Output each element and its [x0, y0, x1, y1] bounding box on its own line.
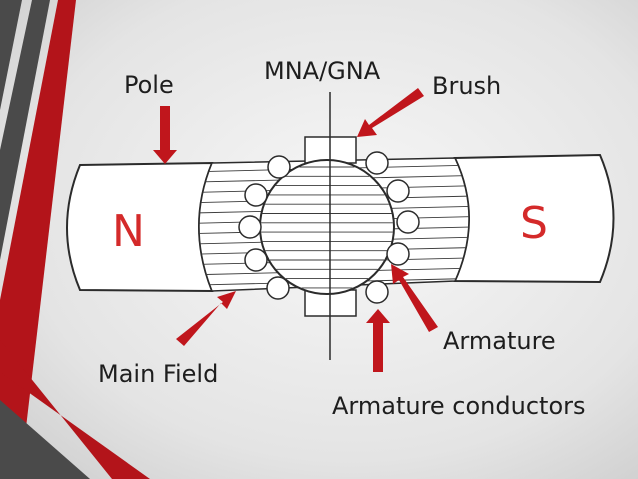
axis-label: MNA/GNA: [264, 57, 381, 85]
armature-field-lines: [261, 166, 393, 289]
main-field-label: Main Field: [98, 360, 218, 388]
armature-conductor: [396, 210, 420, 234]
brush-arrow-icon: [357, 88, 424, 137]
pole-label: Pole: [124, 71, 174, 99]
main-field-arrow-icon: [176, 291, 236, 346]
armature-label: Armature: [443, 327, 556, 355]
stripe-dark-bottom: [0, 400, 90, 479]
armature-conductor: [386, 242, 410, 266]
pointer-arrows: [153, 88, 438, 372]
stripe-dark-left: [0, 0, 22, 110]
stripe-red-main: [0, 0, 76, 479]
armature-conductor: [244, 248, 268, 272]
pole-arrow-icon: [153, 106, 177, 164]
armature-conductor: [244, 183, 268, 207]
decorative-stripes: [0, 0, 150, 479]
armature-conductors-arrow-icon: [366, 309, 390, 372]
stripe-dark-main: [0, 0, 50, 260]
armature-arrow-icon: [391, 264, 438, 332]
brush-label: Brush: [432, 72, 501, 100]
armature-conductor: [365, 151, 389, 175]
armature-conductor: [266, 276, 290, 300]
armature-conductor: [267, 155, 291, 179]
armature-conductor: [386, 179, 410, 203]
armature-conductors: [238, 151, 420, 304]
south-pole-label: S: [520, 198, 548, 249]
north-pole-label: N: [112, 206, 145, 257]
armature-conductors-label: Armature conductors: [332, 392, 586, 420]
armature-conductor: [365, 280, 389, 304]
armature-core: [259, 159, 395, 295]
armature-conductor: [238, 215, 262, 239]
